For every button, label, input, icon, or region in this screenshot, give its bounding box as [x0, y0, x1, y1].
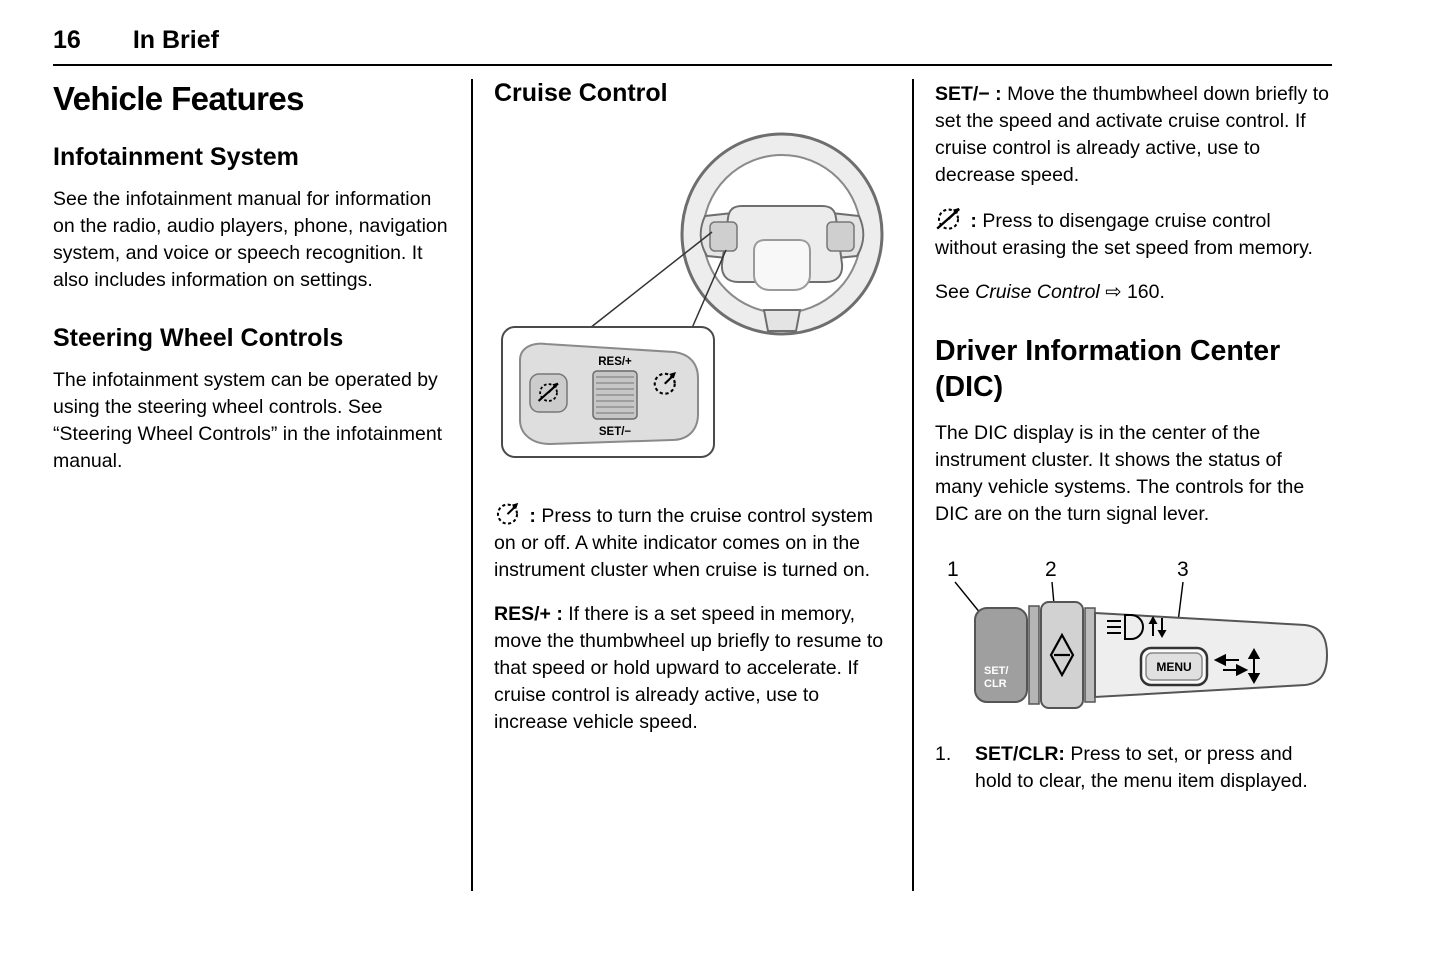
list-number: 1. [935, 742, 952, 765]
column-2: Cruise Control [494, 79, 891, 891]
thumbwheel-diamond-icon [1049, 632, 1075, 678]
wheel-right-control-pad [826, 221, 855, 252]
header-rule [53, 64, 1332, 66]
cruise-control-figure: RES/+ SET/− [494, 122, 891, 479]
cancel-colon: : [970, 210, 977, 232]
steering-wheel [680, 132, 884, 336]
dic-paragraph: The DIC display is in the center of the … [935, 421, 1305, 525]
res-plus-label: RES/+ [598, 356, 632, 368]
set-minus-lead: SET/− : [935, 83, 1002, 105]
steering-wheel-illustration: RES/+ SET/− [501, 132, 884, 458]
infotainment-heading: Infotainment System [53, 143, 299, 172]
set-clr-end-button [974, 606, 1028, 703]
on-off-colon: : [529, 504, 536, 527]
res-plus-text: If there is a set speed in memory, move … [494, 602, 884, 733]
column-divider-right [912, 79, 914, 891]
set-minus-label: SET/− [599, 426, 632, 438]
lever-shaft [1094, 611, 1329, 698]
turn-signal-lever-illustration: 1 2 3 SET/ CLR [947, 558, 1329, 709]
cruise-cancel-paragraph: : Press to disengage cruise control with… [935, 206, 1332, 262]
dic-lever-figure: 1 2 3 SET/ CLR [935, 556, 1332, 719]
cruise-on-off-paragraph: : Press to turn the cruise control syste… [494, 501, 891, 584]
list-item-body: SET/CLR: Press to set, or press and hold… [975, 741, 1332, 795]
cancel-text: Press to disengage cruise control withou… [935, 210, 1313, 259]
column-1: Vehicle Features Infotainment System See… [53, 79, 450, 891]
callout-2: 2 [1045, 558, 1057, 581]
steering-wheel-controls-heading: Steering Wheel Controls [53, 324, 344, 353]
reference-arrow-page: ⇨ 160. [1105, 281, 1165, 303]
set-clr-label-line2: CLR [984, 678, 1007, 690]
cruise-buttons-detail: RES/+ SET/− [501, 325, 715, 458]
cruise-cancel-gauge-icon [935, 206, 962, 231]
thumbwheel-knurling [596, 376, 634, 414]
headlamp-arrowheads [1148, 615, 1167, 638]
set-clr-text: Press to set, or press and hold to clear… [975, 742, 1308, 792]
dic-heading: Driver Information Center (DIC) [935, 335, 1281, 403]
page-number: 16 [53, 26, 81, 54]
cross-reference: See Cruise Control ⇨ 160. [935, 279, 1332, 306]
cruise-on-off-gauge-icon [496, 501, 520, 525]
column-3: SET/− : Move the thumbwheel down briefly… [935, 79, 1332, 891]
wheel-left-control-pad [709, 221, 738, 252]
vehicle-features-title: Vehicle Features [53, 80, 304, 117]
steering-wheel-controls-paragraph: The infotainment system can be operated … [53, 368, 443, 472]
manual-page: 16 In Brief Vehicle Features Infotainmen… [53, 26, 1332, 891]
set-clr-label-line1: SET/ [984, 665, 1008, 677]
dic-list-item-1: 1. SET/CLR: Press to set, or press and h… [935, 741, 1332, 795]
set-minus-paragraph: SET/− : Move the thumbwheel down briefly… [935, 81, 1332, 189]
section-title: In Brief [132, 26, 219, 54]
reference-title: Cruise Control [975, 281, 1100, 303]
callout-lines [589, 231, 727, 329]
menu-button: MENU [1139, 646, 1209, 687]
menu-label: MENU [1156, 660, 1191, 674]
res-plus-lead: RES/+ : [494, 602, 563, 625]
turn-signal-lever: SET/ CLR [974, 600, 1329, 709]
three-column-layout: Vehicle Features Infotainment System See… [53, 79, 1332, 891]
cruise-control-heading: Cruise Control [494, 79, 668, 107]
callout-3: 3 [1177, 558, 1189, 581]
infotainment-paragraph: See the infotainment manual for informat… [53, 188, 448, 292]
on-off-text: Press to turn the cruise control system … [494, 504, 873, 581]
page-header: 16 In Brief [53, 26, 1332, 64]
column-divider-left [471, 79, 473, 891]
callout-1: 1 [947, 558, 959, 581]
headlamp-flash-icon [1107, 613, 1163, 640]
set-minus-text: Move the thumbwheel down briefly to set … [935, 83, 1329, 186]
menu-scroll-arrows-icon [1213, 647, 1261, 684]
see-word: See [935, 281, 970, 303]
res-plus-paragraph: RES/+ : If there is a set speed in memor… [494, 601, 891, 736]
set-clr-lead: SET/CLR: [975, 742, 1065, 765]
